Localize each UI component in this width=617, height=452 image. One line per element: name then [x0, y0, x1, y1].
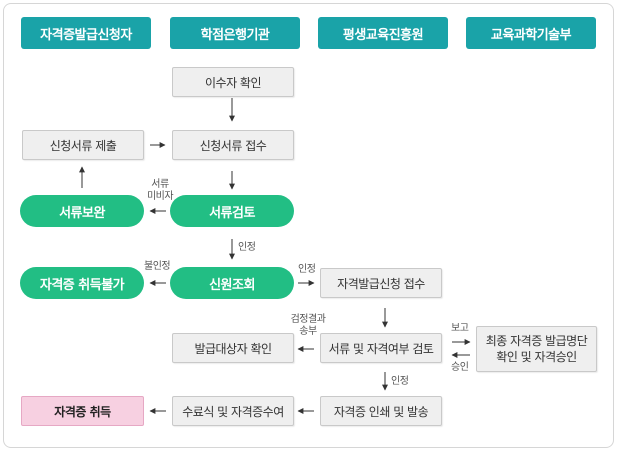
- node-final-approval-line1: 최종 자격증 발급명단: [485, 334, 588, 348]
- node-obtain-certificate: 자격증 취득: [21, 396, 144, 426]
- node-receive-application: 자격발급신청 접수: [320, 268, 442, 298]
- label-review-result-line1: 검정결과: [290, 314, 326, 325]
- label-review-result-line2: 송부: [299, 326, 317, 337]
- column-header-institution: 학점은행기관: [170, 17, 300, 49]
- column-header-nile: 평생교육진흥원: [318, 17, 448, 49]
- label-docs-missing: 서류 미비자: [140, 179, 180, 203]
- node-receive-docs: 신청서류 접수: [172, 130, 294, 160]
- node-review-docs: 서류검토: [170, 195, 294, 227]
- node-not-eligible: 자격증 취득불가: [20, 267, 144, 299]
- column-header-applicant: 자격증발급신청자: [21, 17, 151, 49]
- node-submit-docs: 신청서류 제출: [22, 130, 144, 160]
- column-header-ministry: 교육과학기술부: [466, 17, 596, 49]
- node-confirm-target: 발급대상자 확인: [172, 333, 294, 363]
- node-supplement-docs: 서류보완: [20, 195, 144, 227]
- label-approved-1: 인정: [238, 242, 256, 253]
- label-approved-2: 인정: [298, 264, 316, 275]
- node-final-approval-line2: 확인 및 자격승인: [496, 350, 577, 364]
- node-review-eligibility: 서류 및 자격여부 검토: [320, 333, 442, 363]
- node-award-diploma: 수료식 및 자격증수여: [172, 396, 294, 426]
- node-check-completion: 이수자 확인: [172, 67, 294, 97]
- label-docs-missing-line1: 서류: [151, 179, 169, 190]
- label-approval: 승인: [451, 362, 469, 373]
- label-report: 보고: [451, 323, 469, 334]
- label-review-result: 검정결과 송부: [283, 314, 333, 338]
- label-docs-missing-line2: 미비자: [146, 191, 174, 202]
- label-not-approved: 불인정: [144, 261, 171, 272]
- label-approved-3: 인정: [391, 376, 409, 387]
- node-identity-check: 신원조회: [170, 267, 294, 299]
- node-final-approval: 최종 자격증 발급명단 확인 및 자격승인: [476, 326, 597, 372]
- node-print-issue: 자격증 인쇄 및 발송: [320, 396, 442, 426]
